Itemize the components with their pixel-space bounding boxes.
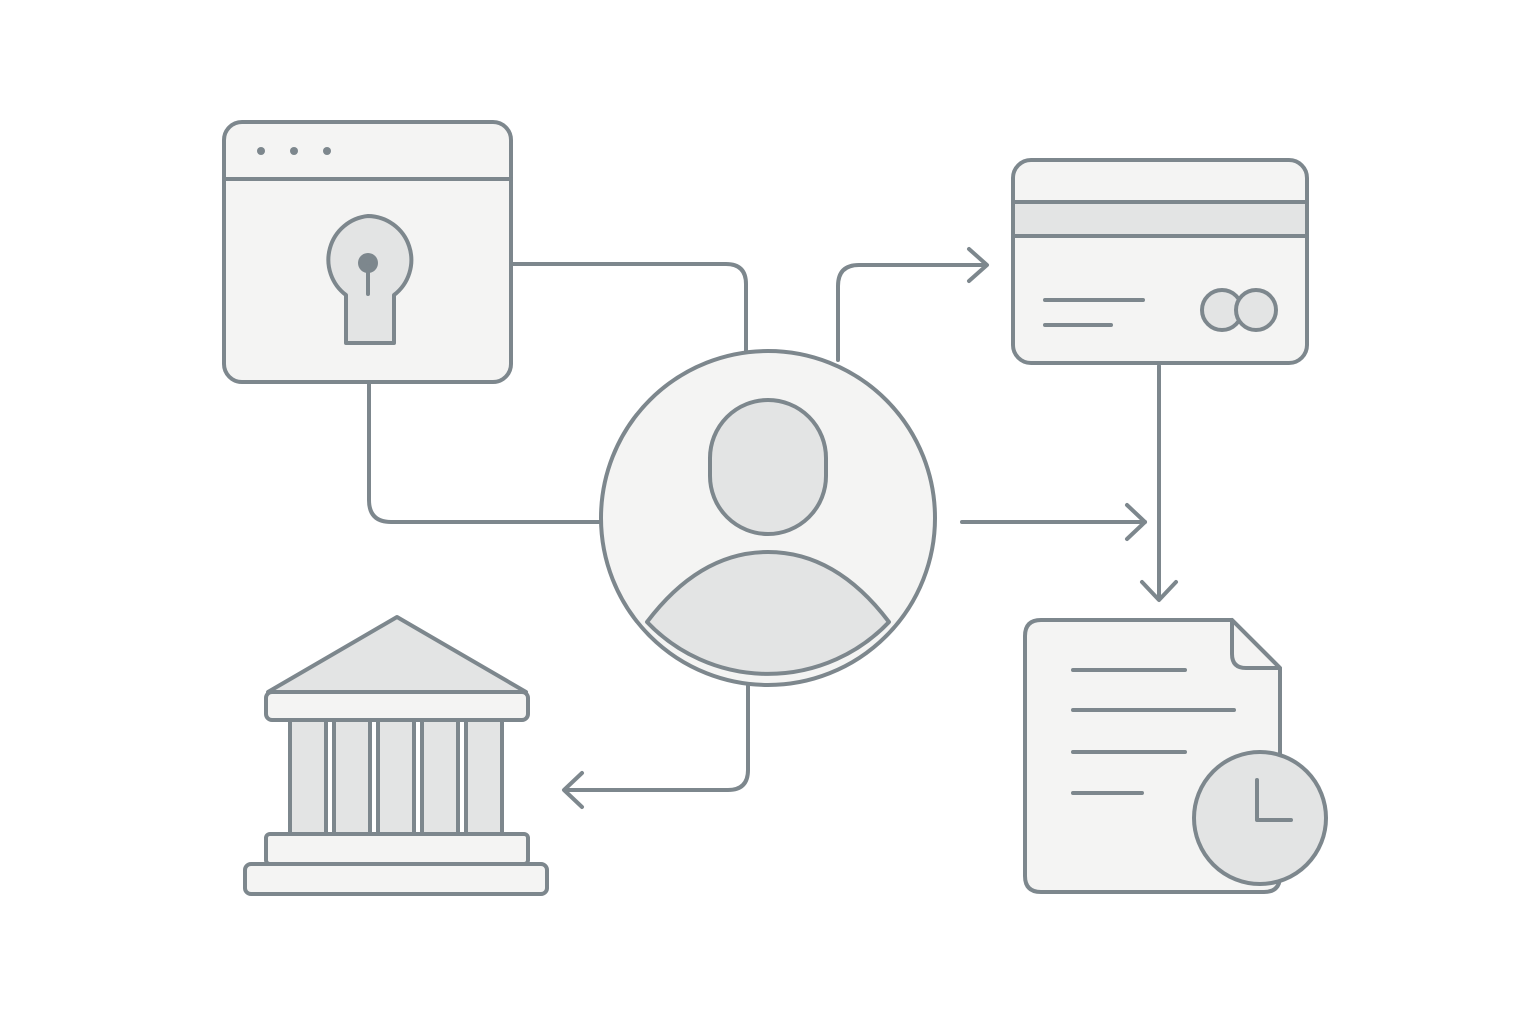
- card-chip-circle-right: [1234, 288, 1278, 332]
- connectors: [367, 247, 1178, 809]
- bank-building-icon: [243, 615, 549, 896]
- connector-user-to-bank: [563, 683, 750, 792]
- clock-hands: [1255, 778, 1293, 822]
- card-body: [1011, 158, 1309, 365]
- arrowhead-to-document-down: [1140, 580, 1178, 602]
- window-dot-icon: [323, 147, 331, 155]
- card-magnetic-stripe: [1011, 200, 1309, 238]
- document-fold: [1230, 618, 1282, 670]
- bank-base-plinth: [243, 862, 549, 896]
- bank-column: [288, 718, 328, 836]
- arrowhead-to-card: [967, 247, 989, 283]
- arrowhead-to-document-right: [1125, 503, 1147, 541]
- bank-roof: [266, 615, 528, 694]
- bank-column: [332, 718, 372, 836]
- arrowhead-to-bank: [562, 771, 584, 809]
- document-clock-icon: [1023, 618, 1328, 894]
- bank-column: [376, 718, 416, 836]
- user-avatar-icon: [599, 349, 937, 687]
- bank-column: [464, 718, 504, 836]
- browser-lock-icon: [222, 120, 513, 384]
- keyhole-dot: [358, 253, 378, 273]
- connector-login-to-user-top: [509, 262, 748, 354]
- credit-card-icon: [1011, 158, 1309, 365]
- bank-column: [420, 718, 460, 836]
- bank-base-step: [264, 832, 530, 866]
- bank-entablature: [264, 690, 530, 722]
- avatar-head: [708, 398, 828, 536]
- window-dot-icon: [290, 147, 298, 155]
- avatar-body: [645, 550, 891, 676]
- window-dot-icon: [257, 147, 265, 155]
- connector-user-to-card: [836, 263, 987, 362]
- connector-login-to-user-left: [367, 381, 605, 524]
